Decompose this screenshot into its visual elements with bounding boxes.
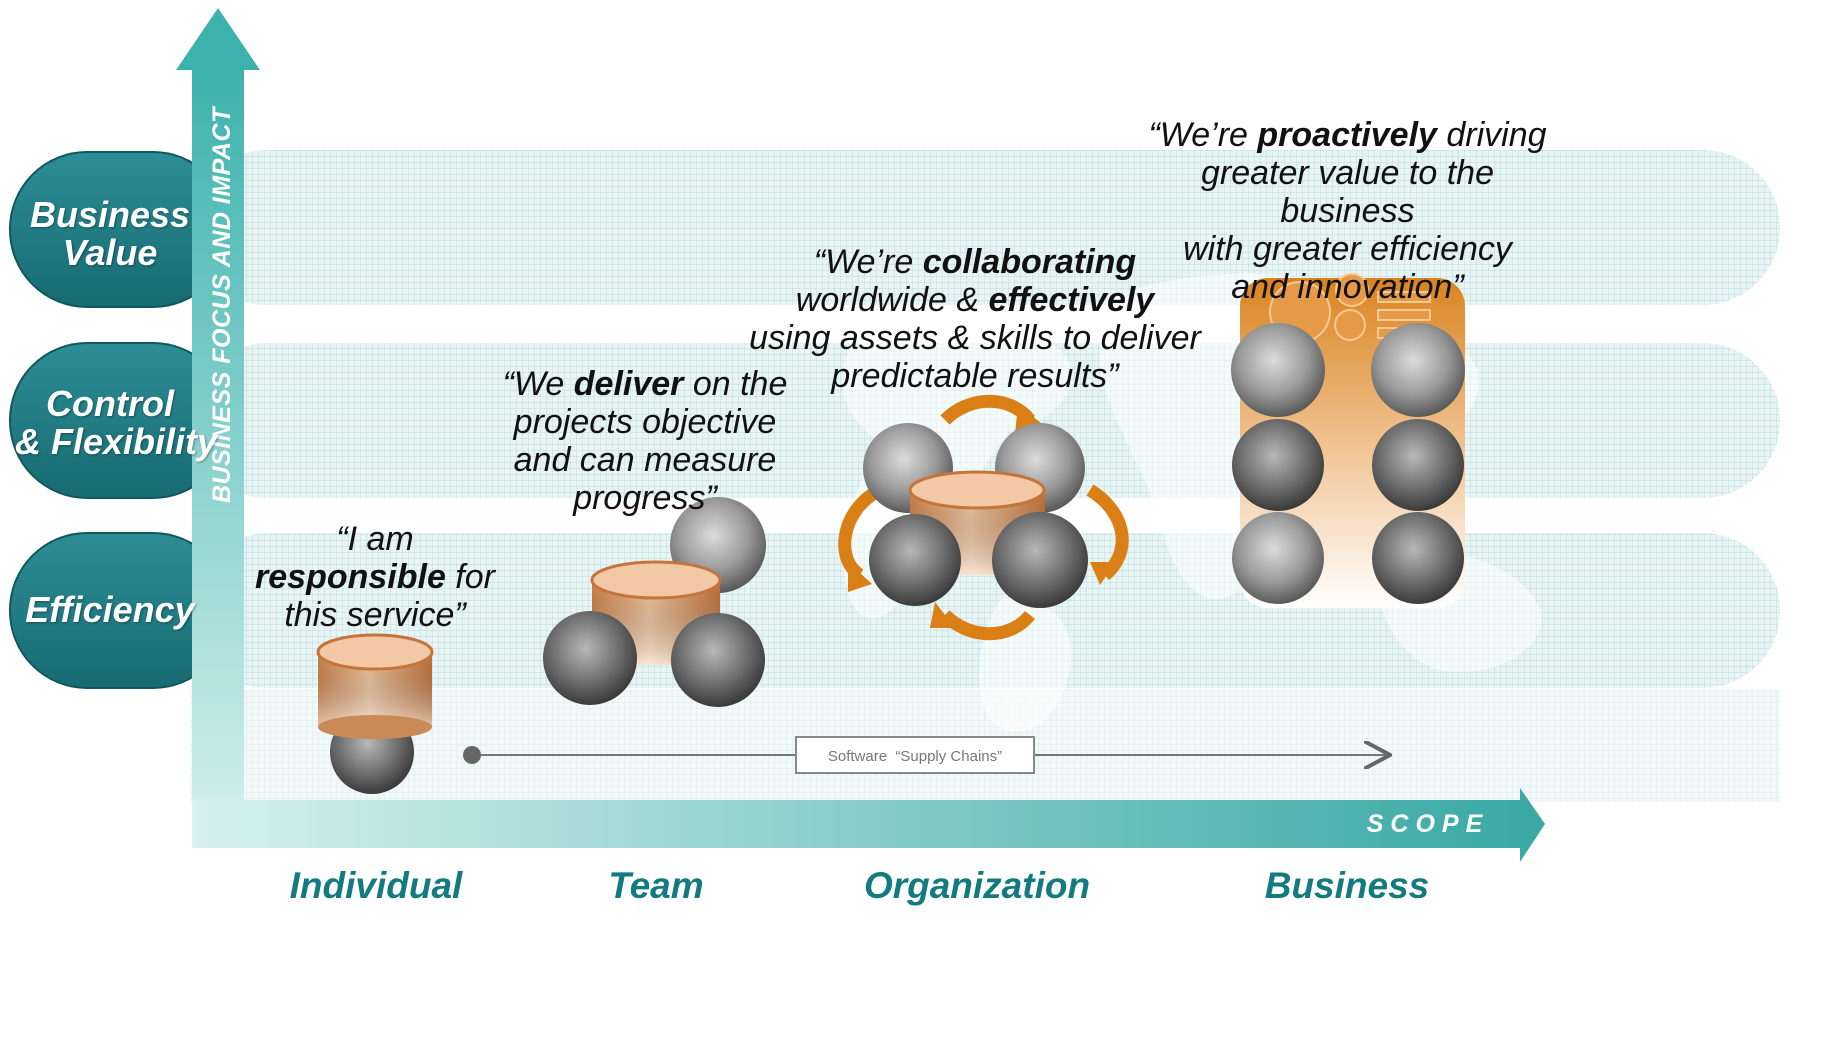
arrow-head (1090, 562, 1116, 585)
quote-text: on the (683, 365, 788, 403)
quote-emphasis: collaborating (922, 243, 1137, 281)
quote-text: “We’re (813, 243, 923, 281)
quote-line: responsible for (245, 558, 505, 596)
supply-chain: Software “Supply Chains” (463, 736, 1388, 774)
quote-emphasis: responsible (255, 558, 446, 596)
quote-line: “We’re proactively driving (1130, 116, 1565, 154)
quote-emphasis: effectively (988, 281, 1155, 319)
quote-team: “We deliver on the projects objective an… (490, 365, 800, 517)
level-label-line: & Flexibility (15, 421, 218, 462)
arrow-head (930, 602, 955, 628)
quote-business: “We’re proactively driving greater value… (1130, 116, 1565, 306)
band-business-value (190, 150, 1780, 305)
person-avatar (671, 613, 765, 707)
level-label-control-flexibility: Control & Flexibility (15, 383, 218, 462)
person-avatar (1372, 419, 1464, 511)
quote-individual: “I am responsible for this service” (245, 520, 505, 634)
quote-text: worldwide & (795, 281, 989, 319)
quote-line: and can measure (513, 441, 777, 479)
person-avatar (869, 514, 961, 606)
person-avatar (1232, 512, 1324, 604)
person-avatar (1232, 419, 1324, 511)
organization-group (838, 394, 1129, 641)
level-label-business-value: Business Value (15, 196, 205, 272)
supply-chain-label: Software “Supply Chains” (828, 748, 1002, 765)
level-label-line: Value (62, 232, 158, 273)
x-axis-arrow (192, 788, 1545, 862)
quote-emphasis: deliver (573, 365, 684, 403)
quote-text: driving (1436, 116, 1547, 154)
level-label-line: Control (46, 383, 174, 424)
quote-organization: “We’re collaborating worldwide & effecti… (745, 243, 1205, 395)
supply-chain-box (795, 736, 1035, 774)
person-avatar (1371, 323, 1465, 417)
quote-line: “We deliver on the (490, 365, 800, 403)
quote-line: using assets & skills to deliver (749, 319, 1201, 357)
scope-label-individual: Individual (289, 865, 463, 906)
business-group (1231, 273, 1465, 608)
quote-text: for (445, 558, 495, 596)
quote-line: worldwide & effectively (745, 281, 1205, 319)
quote-line: “We’re collaborating (745, 243, 1205, 281)
quote-text: “We (502, 365, 574, 403)
quote-line: “I am (336, 520, 414, 558)
x-axis-label: SCOPE (1367, 810, 1490, 838)
quote-line: projects objective (513, 403, 777, 441)
supply-chain-start-dot (463, 746, 481, 764)
person-avatar (1231, 323, 1325, 417)
quote-line: progress” (573, 479, 717, 517)
person-avatar (1372, 512, 1464, 604)
team-group (543, 497, 766, 707)
individual-group (316, 633, 434, 794)
quote-line: predictable results” (831, 357, 1119, 395)
level-pills (9, 151, 231, 689)
quote-line: this service” (284, 596, 466, 634)
quote-text: “We’re (1148, 116, 1258, 154)
level-label-line: Efficiency (25, 589, 195, 630)
person-avatar (992, 512, 1088, 608)
quote-line: with greater efficiency (1183, 230, 1512, 268)
quote-line: greater value to the business (1201, 154, 1494, 230)
scope-label-organization: Organization (863, 865, 1091, 906)
person-avatar (543, 611, 637, 705)
quote-line: and innovation” (1231, 268, 1464, 306)
y-axis-arrow (176, 8, 260, 848)
database-cylinder (316, 633, 434, 739)
arrow-head (848, 562, 872, 592)
level-label-line: Business (29, 194, 191, 235)
scope-label-team: Team (608, 865, 704, 906)
level-label-efficiency: Efficiency (15, 591, 205, 629)
quote-emphasis: proactively (1257, 116, 1437, 154)
y-axis-label: BUSINESS FOCUS AND IMPACT (208, 105, 236, 503)
scope-label-business: Business (1264, 865, 1430, 906)
